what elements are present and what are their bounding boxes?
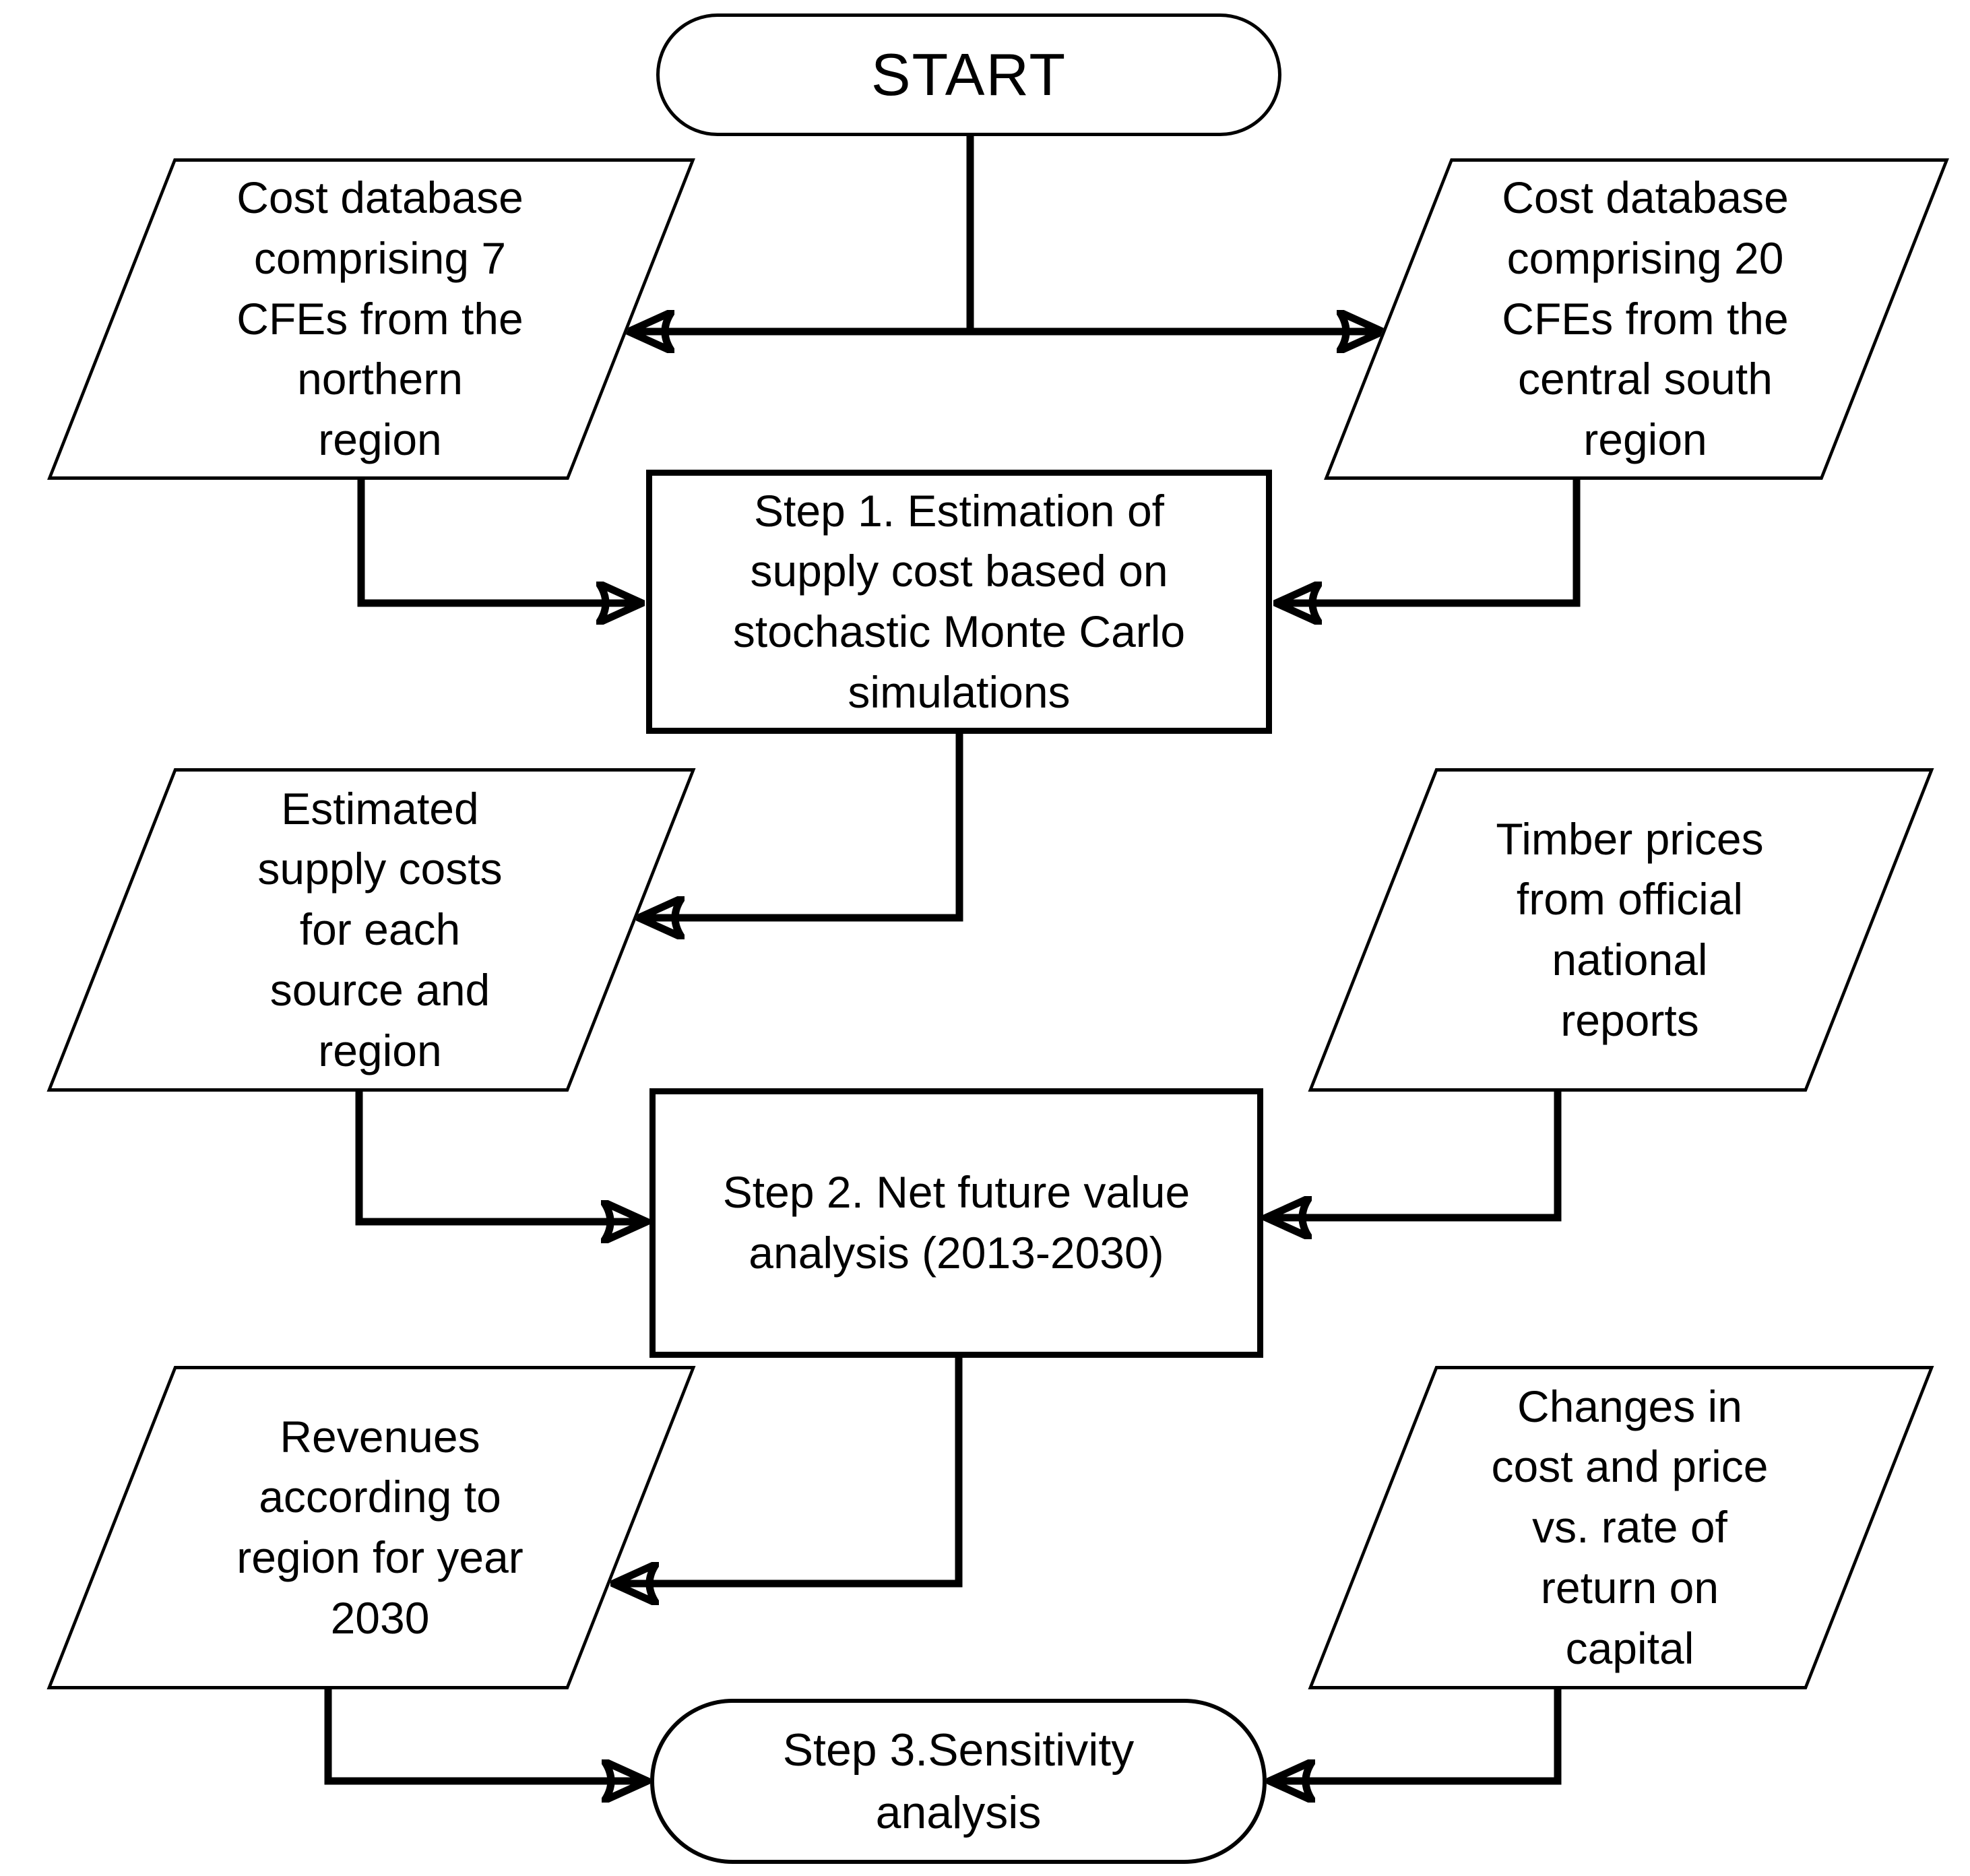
node-step2-process: Step 2. Net future value analysis (2013-… bbox=[649, 1088, 1263, 1358]
edge-revenues-to-step3 bbox=[324, 1688, 647, 1781]
node-step3-terminator: Step 3.Sensitivity analysis bbox=[650, 1699, 1267, 1864]
edge-north-db-to-step1 bbox=[357, 477, 642, 603]
node-cost-database-north-parallelogram: Cost database comprising 7 CFEs from the… bbox=[47, 158, 695, 480]
node-step1-label: Step 1. Estimation of supply cost based … bbox=[732, 485, 1186, 717]
node-start-terminator: START bbox=[656, 13, 1281, 136]
edge-south-db-to-step1 bbox=[1276, 477, 1581, 603]
node-changes-cost-price-label: Changes in cost and price vs. rate of re… bbox=[1491, 1381, 1769, 1673]
node-revenues-2030-label: Revenues according to region for year 20… bbox=[236, 1411, 523, 1643]
node-step1-process: Step 1. Estimation of supply cost based … bbox=[646, 470, 1272, 734]
edge-step1-to-estimated-costs bbox=[639, 732, 963, 918]
node-cost-database-central-south-parallelogram: Cost database comprising 20 CFEs from th… bbox=[1324, 158, 1949, 480]
edge-estimated-costs-to-step2 bbox=[355, 1089, 647, 1222]
edge-changes-to-step3 bbox=[1269, 1688, 1562, 1781]
node-timber-prices-parallelogram: Timber prices from official national rep… bbox=[1308, 768, 1934, 1092]
node-start-label: START bbox=[870, 41, 1067, 108]
node-estimated-supply-costs-parallelogram: Estimated supply costs for each source a… bbox=[46, 768, 696, 1092]
node-cost-database-central-south-label: Cost database comprising 20 CFEs from th… bbox=[1502, 173, 1789, 465]
node-step3-label: Step 3.Sensitivity analysis bbox=[782, 1724, 1135, 1838]
node-timber-prices-label: Timber prices from official national rep… bbox=[1496, 813, 1764, 1045]
node-changes-cost-price-parallelogram: Changes in cost and price vs. rate of re… bbox=[1308, 1366, 1934, 1689]
node-step2-label: Step 2. Net future value analysis (2013-… bbox=[722, 1167, 1190, 1278]
node-estimated-supply-costs-label: Estimated supply costs for each source a… bbox=[257, 783, 503, 1075]
node-revenues-2030-parallelogram: Revenues according to region for year 20… bbox=[46, 1366, 696, 1689]
edge-timber-prices-to-step2 bbox=[1266, 1089, 1562, 1218]
node-cost-database-north-label: Cost database comprising 7 CFEs from the… bbox=[236, 173, 523, 465]
edge-step2-to-revenues bbox=[613, 1356, 963, 1584]
